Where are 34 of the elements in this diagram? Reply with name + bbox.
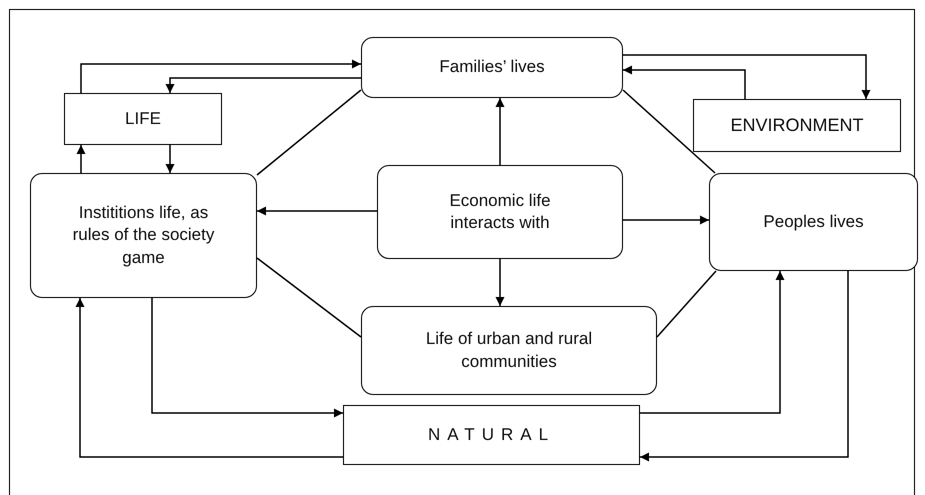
node-text: Peoples lives xyxy=(763,210,864,233)
rounded-box xyxy=(361,37,623,98)
connector-line xyxy=(622,89,716,174)
arrow xyxy=(623,66,746,99)
rounded-box xyxy=(709,173,918,271)
node-text: LIFE xyxy=(125,108,161,130)
arrow xyxy=(640,271,784,414)
connector-line xyxy=(256,257,362,338)
connector-line xyxy=(656,270,717,338)
arrow xyxy=(76,298,343,458)
node-text: Families’ lives xyxy=(439,56,545,78)
rounded-box xyxy=(30,173,257,298)
arrow xyxy=(257,206,377,216)
rounded-box xyxy=(361,306,657,395)
arrow xyxy=(166,145,174,173)
connector-line xyxy=(256,89,362,176)
arrow xyxy=(76,145,86,173)
rounded-box xyxy=(377,165,623,259)
arrow xyxy=(640,271,849,462)
label-box xyxy=(64,93,222,145)
arrow xyxy=(151,298,343,418)
node-text: ENVIRONMENT xyxy=(730,114,864,137)
node-text: NATURAL xyxy=(428,424,556,446)
label-box xyxy=(343,405,640,465)
arrow xyxy=(623,216,709,224)
node-text: Economic life interacts with xyxy=(448,190,552,234)
arrow xyxy=(496,98,504,165)
node-text: Life of urban and rural communities xyxy=(424,328,594,372)
arrow xyxy=(80,60,361,93)
label-box xyxy=(693,99,901,152)
node-text: Instititions life, as rules of the society game xyxy=(72,202,216,269)
arrow xyxy=(623,54,870,99)
arrow xyxy=(166,77,361,93)
arrow xyxy=(496,259,504,306)
